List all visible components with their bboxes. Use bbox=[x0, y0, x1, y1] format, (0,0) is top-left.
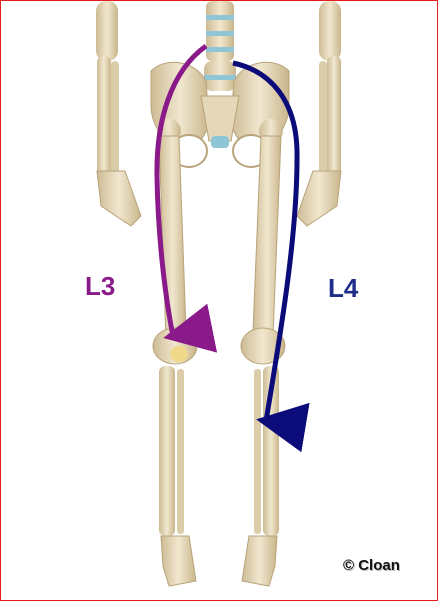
spine bbox=[204, 1, 236, 91]
copyright-text: © Cloan bbox=[343, 557, 400, 574]
label-l4: L4 bbox=[328, 273, 358, 304]
right-arm bbox=[297, 1, 341, 226]
left-arm bbox=[96, 1, 141, 226]
label-l3: L3 bbox=[85, 271, 115, 302]
